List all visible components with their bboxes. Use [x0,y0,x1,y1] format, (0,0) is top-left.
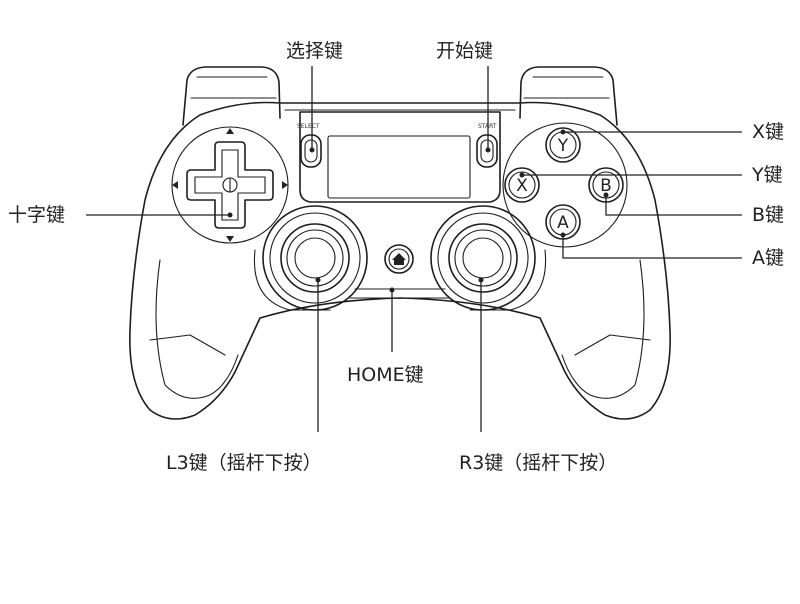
dpad-up-arrow-icon [226,128,234,134]
left-shoulder-button [182,66,281,126]
b-key-label: B键 [752,204,785,226]
start-button-label: 开始键 [436,40,494,62]
home-icon [392,253,406,265]
r3-button-label: R3键（摇杆下按） [459,452,618,474]
a-key-label: A键 [752,247,784,269]
dpad-down-arrow-icon [226,236,234,242]
controller-body [129,101,671,420]
left-analog-stick [262,205,368,311]
dpad [171,126,289,244]
svg-text:SELECT: SELECT [297,123,320,130]
home-button-label: HOME键 [347,364,424,386]
dpad-left-arrow-icon [172,181,178,189]
svg-text:B: B [600,176,612,196]
l3-button-label: L3键（摇杆下按） [166,452,322,474]
select-button-label: 选择键 [286,40,344,62]
home-button [384,244,414,274]
svg-text:X: X [516,176,528,196]
callout-lines [86,66,742,432]
right-shoulder-button [519,66,618,126]
right-analog-stick [430,205,536,311]
y-key-label: Y键 [752,164,783,186]
dpad-label: 十字键 [8,204,66,226]
select-button: SELECT [297,123,322,168]
x-face-button: X [504,167,540,203]
svg-text:Y: Y [557,136,569,156]
touchpad [299,111,501,203]
x-key-label: X键 [752,121,785,143]
face-buttons: Y X B A [502,122,628,248]
dpad-right-arrow-icon [282,181,288,189]
start-button: START [476,123,498,168]
svg-text:A: A [557,213,569,233]
